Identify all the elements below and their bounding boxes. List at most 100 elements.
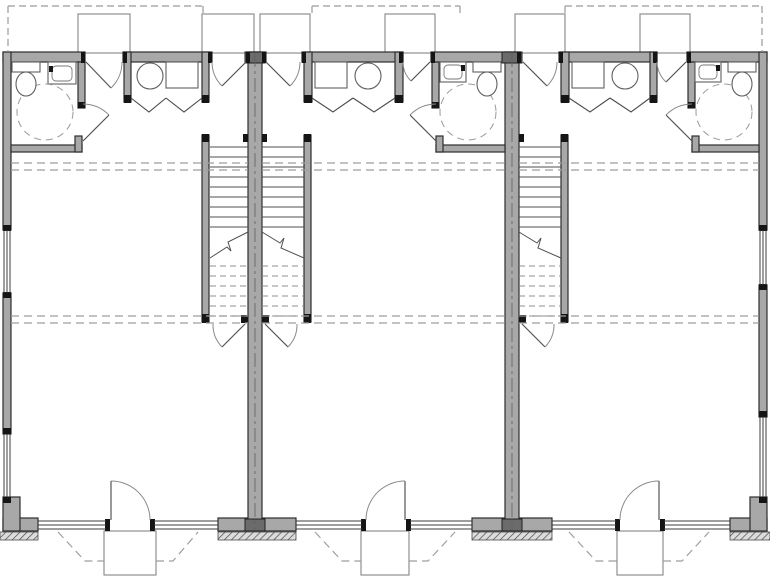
door-leaf bbox=[85, 61, 112, 89]
window-jamb bbox=[3, 292, 11, 298]
porch-canopy-dashed-u2 bbox=[314, 531, 361, 562]
toilet-tank-u2 bbox=[472, 61, 502, 73]
stair-wall-jamb bbox=[519, 134, 524, 142]
sink-counter-u3 bbox=[694, 61, 722, 83]
dryer-u2 bbox=[314, 61, 348, 89]
rear-stoop-u3-hall bbox=[639, 13, 691, 54]
toilet-bowl-u2 bbox=[476, 71, 498, 97]
door-swing-arc bbox=[402, 61, 412, 82]
door-jamb bbox=[431, 52, 435, 63]
door-leaf bbox=[665, 114, 693, 142]
bath-door-jamb bbox=[688, 102, 695, 108]
door-swing-arc bbox=[289, 61, 301, 87]
window-jamb bbox=[759, 497, 767, 503]
closet-wall-jamb bbox=[304, 95, 312, 103]
sink-counter-u1 bbox=[47, 61, 77, 85]
hatch-strip-right bbox=[729, 531, 770, 541]
door-leaf bbox=[522, 61, 548, 87]
front-door-jamb bbox=[105, 519, 110, 531]
closet-bifold-door-u1 bbox=[165, 97, 203, 113]
front-door-jamb bbox=[150, 519, 155, 531]
door-leaf bbox=[265, 61, 291, 87]
closet-wall-jamb bbox=[124, 95, 131, 103]
stair-wall-jamb bbox=[561, 134, 568, 142]
party-wall-cap bbox=[244, 518, 266, 532]
bath-door-swing-arc bbox=[82, 103, 110, 116]
party-wall-cap bbox=[501, 518, 523, 532]
door-jamb bbox=[399, 52, 403, 63]
dryer-u3 bbox=[571, 61, 605, 89]
door-leaf bbox=[665, 61, 687, 83]
hatch-strip-pw2 bbox=[471, 531, 553, 541]
sink-basin-u2 bbox=[443, 64, 463, 80]
toilet-bowl-u1 bbox=[15, 71, 37, 97]
bath2-wall-stub bbox=[435, 135, 444, 153]
door-swing-arc bbox=[546, 61, 558, 87]
stair-wall-jamb bbox=[561, 314, 568, 323]
door-jamb bbox=[517, 52, 521, 63]
top-wall-seg bbox=[558, 51, 658, 63]
stair-wall-jamb bbox=[304, 314, 311, 323]
closet-wall-jamb bbox=[650, 95, 657, 103]
window-jamb bbox=[759, 411, 767, 417]
door-jamb bbox=[262, 52, 266, 63]
door-swing-arc bbox=[110, 61, 123, 89]
turning-circle-u3 bbox=[695, 83, 753, 141]
front-stoop-u1 bbox=[103, 530, 157, 576]
door-swing-arc bbox=[211, 61, 223, 87]
corner-shear-wall-left bbox=[2, 496, 21, 532]
stair-break-line-u3 bbox=[518, 231, 562, 259]
bath-door-swing-arc bbox=[665, 103, 693, 116]
dryer-u1 bbox=[165, 61, 199, 89]
front-door-swing-arc bbox=[619, 480, 660, 521]
closet-wall-jamb bbox=[561, 95, 569, 103]
closet-bifold-door-u2 bbox=[352, 97, 396, 113]
stair-wall-jamb bbox=[262, 134, 267, 142]
toilet-bowl-u3 bbox=[731, 71, 753, 97]
right-wall-seg bbox=[758, 51, 768, 231]
corner-shear-wall-right bbox=[749, 496, 768, 532]
hatch-strip-pw1 bbox=[217, 531, 297, 541]
stair-wall-jamb bbox=[262, 315, 269, 323]
door-jamb bbox=[208, 52, 212, 63]
bath-door-swing-arc bbox=[409, 103, 437, 116]
door-leaf bbox=[410, 61, 431, 82]
left-wall-seg bbox=[2, 51, 12, 231]
window-jamb bbox=[759, 284, 767, 290]
stair-break-line-u2 bbox=[261, 231, 305, 259]
front-door-jamb bbox=[406, 519, 411, 531]
sink-counter-u2 bbox=[439, 61, 467, 83]
window-jamb bbox=[759, 225, 767, 231]
stair-door-swing-arc bbox=[544, 323, 555, 348]
front-door-jamb bbox=[660, 519, 665, 531]
door-leaf bbox=[221, 61, 247, 87]
door-leaf bbox=[521, 323, 546, 348]
turning-circle-u1 bbox=[16, 83, 74, 141]
bath-door-jamb bbox=[78, 102, 85, 108]
window-jamb bbox=[3, 428, 11, 434]
rear-stoop-u1-stair bbox=[201, 13, 255, 54]
door-jamb bbox=[687, 52, 691, 63]
front-door-jamb bbox=[615, 519, 620, 531]
bath-door-jamb bbox=[432, 102, 439, 108]
top-wall-seg bbox=[686, 51, 768, 63]
sink-basin-u3 bbox=[698, 64, 718, 80]
top-wall-seg bbox=[2, 51, 86, 63]
closet-bifold-door-u2 bbox=[311, 97, 354, 113]
sink-basin-u1 bbox=[51, 65, 73, 82]
door-leaf bbox=[221, 323, 246, 348]
top-wall-seg bbox=[301, 51, 404, 63]
bath3-left-wall bbox=[687, 61, 696, 109]
closet-bifold-door-u1 bbox=[130, 97, 167, 113]
stair-door-swing-arc bbox=[212, 323, 223, 348]
stair-break-line-u1 bbox=[209, 231, 249, 259]
door-leaf bbox=[409, 114, 437, 142]
window-jamb bbox=[3, 225, 11, 231]
washer-u3 bbox=[611, 62, 639, 90]
door-jamb bbox=[81, 52, 85, 63]
stair-wall-jamb bbox=[202, 314, 209, 323]
rear-stoop-u1-hall bbox=[77, 13, 131, 54]
washer-u2 bbox=[354, 62, 382, 90]
